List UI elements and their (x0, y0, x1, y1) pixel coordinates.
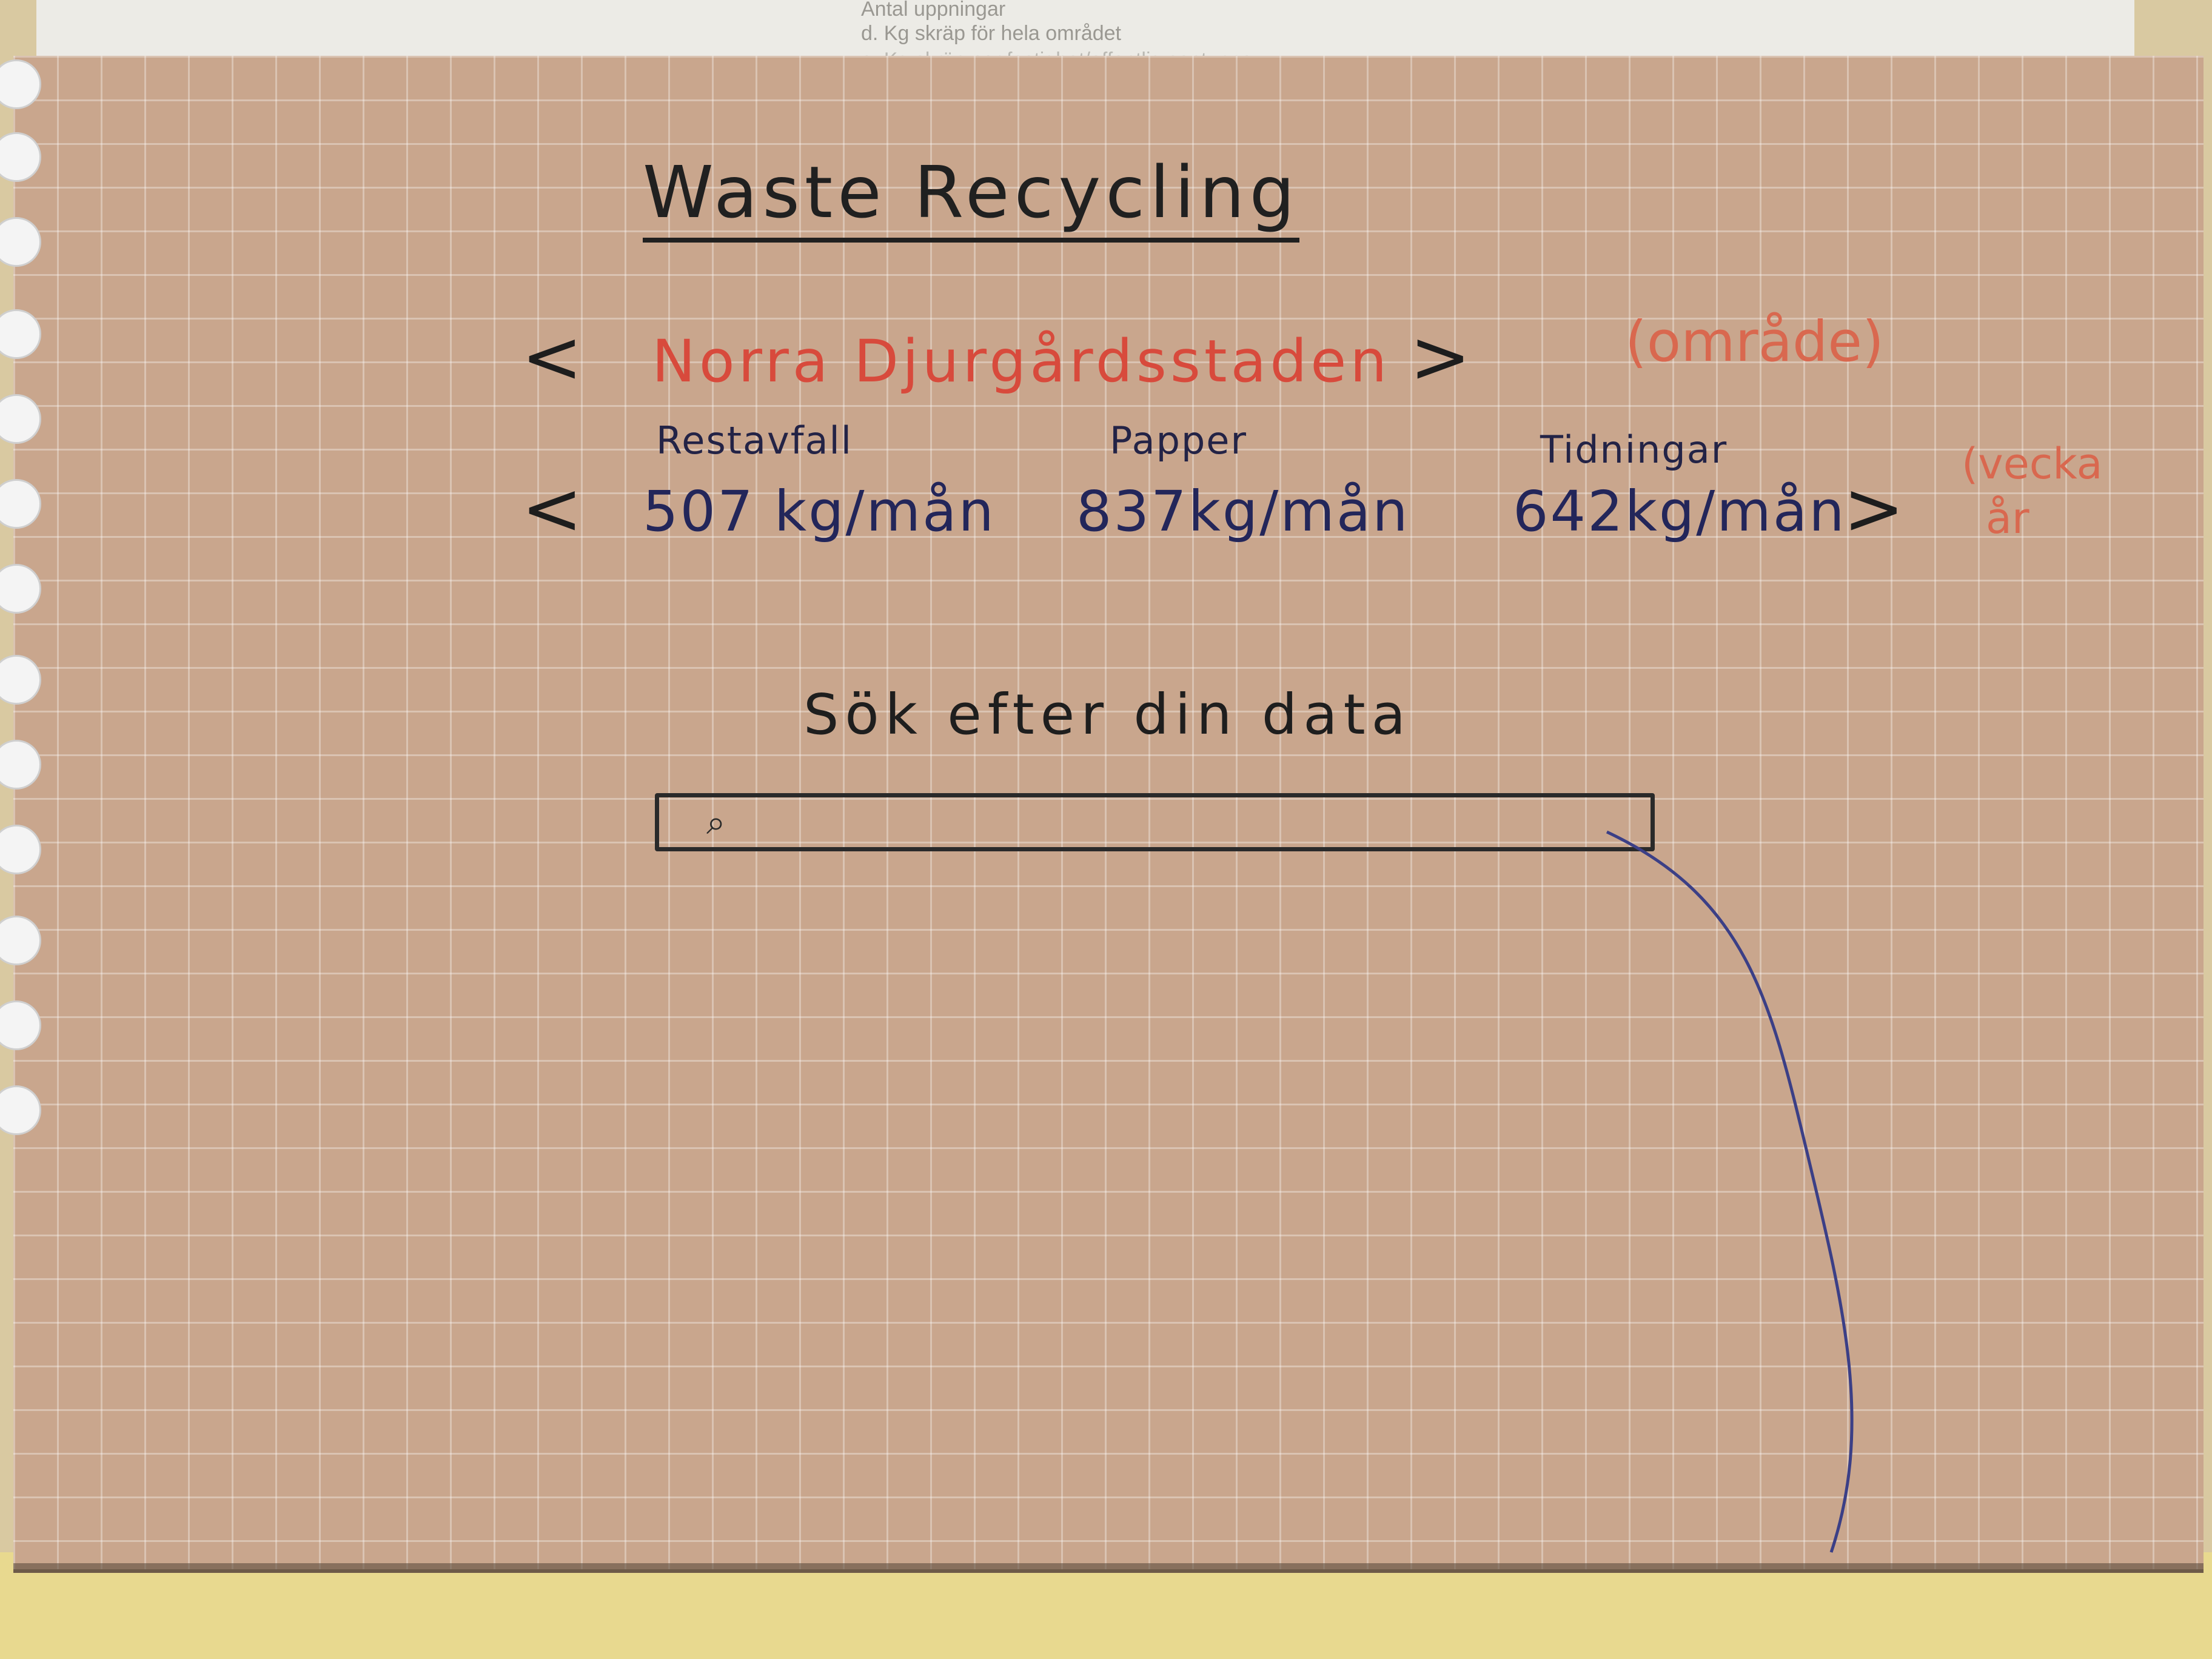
stat-value-papper: 837kg/mån (1076, 479, 1410, 544)
binder-hole (0, 564, 41, 614)
area-prev-button[interactable]: < (521, 315, 583, 400)
search-icon: ⌕ (706, 803, 726, 842)
search-heading: Sök efter din data (803, 682, 1412, 747)
time-note-line: år (1986, 494, 2029, 543)
area-next-button[interactable]: > (1410, 315, 1471, 400)
stat-value-tidningar: 642kg/mån (1513, 479, 1846, 544)
area-annotation: (område) (1625, 309, 1884, 374)
search-bar[interactable]: ⌕ (655, 793, 1655, 851)
binder-hole (0, 479, 41, 529)
desk-surface (0, 1552, 2212, 1659)
binder-hole (0, 132, 41, 182)
binder-hole (0, 825, 41, 874)
binder-hole (0, 1085, 41, 1135)
binder-hole (0, 59, 41, 109)
stat-value-restavfall: 507 kg/mån (643, 479, 996, 544)
binder-hole (0, 1000, 41, 1050)
binder-hole (0, 916, 41, 965)
stat-label-papper: Papper (1110, 418, 1247, 463)
binder-hole (0, 309, 41, 359)
binder-holes (0, 55, 49, 1267)
time-period-annotation: (vecka år (1962, 437, 2103, 546)
stats-next-button[interactable]: > (1843, 467, 1905, 551)
binder-hole (0, 394, 41, 444)
stat-label-tidningar: Tidningar (1540, 427, 1728, 472)
area-name: Norra Djurgårdsstaden (652, 327, 1391, 395)
binder-hole (0, 740, 41, 789)
stats-prev-button[interactable]: < (521, 467, 583, 551)
background-text-line: Antal uppningar (861, 0, 1006, 21)
background-text-line: d. Kg skräp för hela området (861, 22, 1122, 45)
search-input[interactable] (762, 803, 1614, 841)
stat-label-restavfall: Restavfall (656, 418, 853, 463)
paper-edge (13, 1563, 2204, 1569)
binder-hole (0, 655, 41, 705)
binder-hole (0, 217, 41, 267)
pen-stroke-line (1606, 830, 1854, 1553)
page-title: Waste Recycling (643, 150, 1300, 243)
time-note-line: (vecka (1962, 439, 2103, 489)
